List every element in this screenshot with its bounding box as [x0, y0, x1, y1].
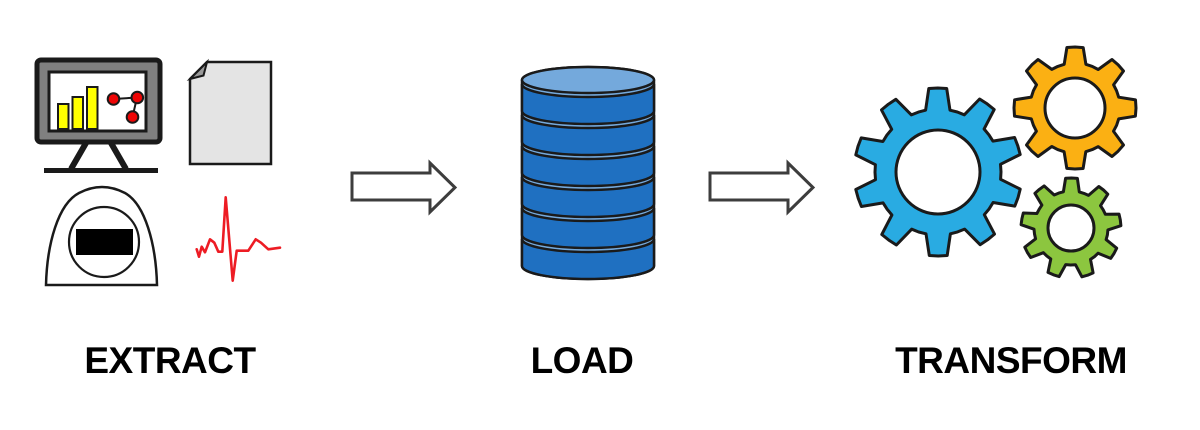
db-disc-6: [520, 238, 656, 281]
bar-chart-bar-3: [86, 86, 99, 130]
document-page: [188, 60, 273, 166]
db-top-ellipse: [520, 65, 656, 95]
gear-green-icon: [1019, 176, 1123, 279]
device-lens-circle: [67, 205, 141, 279]
node-graph-node-3: [125, 110, 140, 124]
db-disc-4: [520, 176, 656, 219]
bar-chart-bar-1: [57, 103, 70, 130]
arrow-load-to-transform: [708, 159, 816, 216]
db-disc-3: [520, 145, 656, 188]
node-graph-node-2: [130, 90, 145, 105]
extract-label: EXTRACT: [84, 340, 256, 381]
db-disc-2: [520, 114, 656, 157]
arrow-extract-to-load: [350, 159, 458, 216]
node-graph-node-1: [106, 92, 121, 106]
scanner-device-icon: [44, 185, 159, 287]
document-fold-corner: [186, 58, 209, 81]
ecg-wave-icon: [195, 196, 282, 283]
monitor-stand-legs: [68, 141, 129, 171]
monitor-chart-icon: [34, 57, 163, 173]
transform-label: TRANSFORM: [895, 340, 1127, 381]
device-display: [76, 229, 133, 255]
db-disc-5: [520, 207, 656, 250]
database-cylinder-icon: [520, 65, 656, 281]
bar-chart-bar-2: [71, 96, 84, 130]
document-icon: [186, 58, 273, 166]
gears-icon: [854, 45, 1138, 279]
gear-blue-icon: [854, 86, 1022, 258]
gear-orange-icon: [1012, 45, 1138, 171]
db-disc-1: [520, 83, 656, 126]
load-label: LOAD: [530, 340, 634, 381]
